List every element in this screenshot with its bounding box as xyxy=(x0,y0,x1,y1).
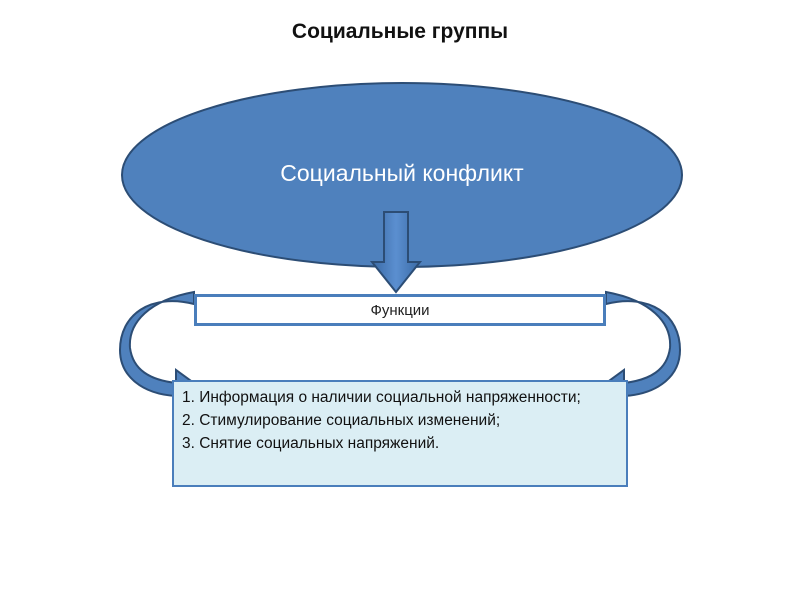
list-item: 3. Снятие социальных напряжений. xyxy=(182,435,440,452)
list-item: 1. Информация о наличии социальной напря… xyxy=(182,389,581,406)
functions-label: Функции xyxy=(370,302,430,319)
functions-list-box: 1. Информация о наличии социальной напря… xyxy=(172,380,628,487)
slide-title: Социальные группы xyxy=(291,20,509,43)
list-item: 2. Стимулирование социальных изменений; xyxy=(182,412,501,429)
conflict-label: Социальный конфликт xyxy=(280,160,524,186)
functions-box: Функции xyxy=(194,294,606,326)
down-arrow-icon xyxy=(369,211,423,294)
